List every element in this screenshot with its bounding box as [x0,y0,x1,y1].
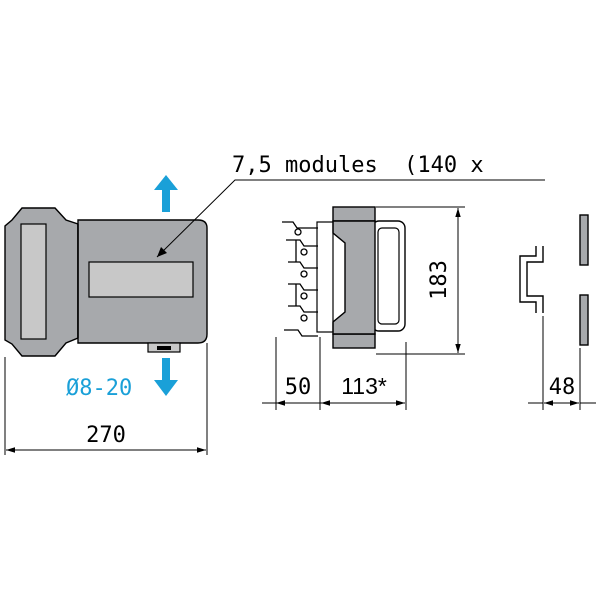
side-top-cap [332,206,376,222]
module-window [88,261,194,298]
side-inner-frame [316,221,334,333]
dim-label-50: 50 [285,375,312,400]
dim-label-48: 48 [549,375,576,400]
rail-clip-top [579,214,589,266]
cable-entry-up-arrow-icon [154,175,178,212]
cable-diameter-label: Ø8-20 [66,376,132,401]
rail-clip-bottom [579,294,589,346]
dim-label-270: 270 [86,423,126,448]
side-view [262,206,465,410]
side-terminals [282,221,318,337]
front-view [4,175,545,455]
din-rail-profile [526,246,544,313]
dim-label-113: 113* [341,373,387,399]
side-body [332,220,376,335]
cable-gland-hole [157,346,171,350]
leader-arrowhead [157,247,167,257]
cable-entry-down-arrow-icon [154,358,178,396]
module-leader-line [156,179,545,258]
module-label: 7,5 modules (140 x [232,153,484,178]
dim-label-183: 183 [427,260,452,300]
side-bottom-cap [332,333,376,349]
rail-view [519,214,596,410]
hinge-window [20,223,47,340]
